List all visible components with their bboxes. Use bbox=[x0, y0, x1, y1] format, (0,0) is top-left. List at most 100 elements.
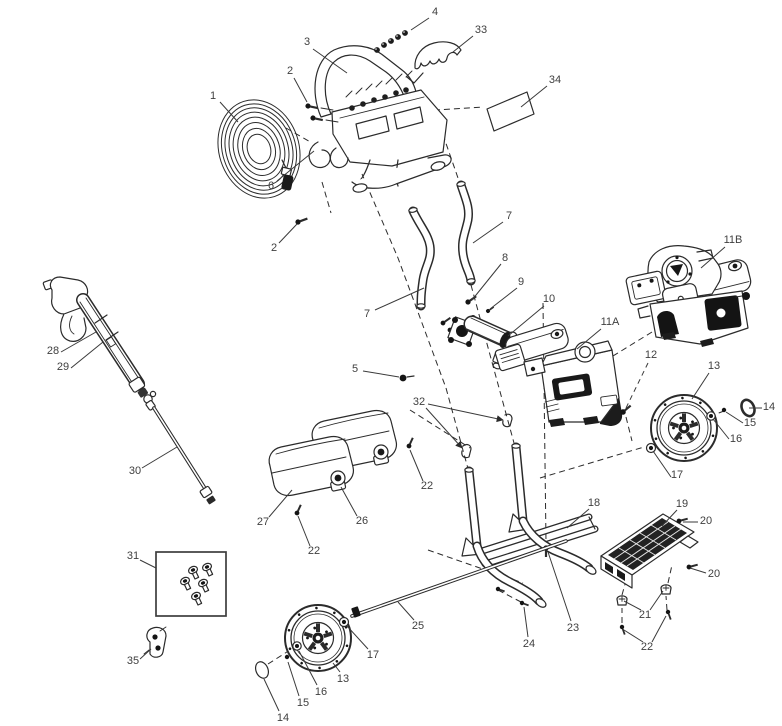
handle-grip-knobs bbox=[349, 87, 409, 111]
pin-15-bottom bbox=[284, 654, 290, 660]
tank-27 bbox=[268, 435, 355, 497]
leader-line-27 bbox=[268, 489, 293, 518]
leader-line-10 bbox=[507, 305, 545, 337]
callout-label-13: 13 bbox=[708, 360, 720, 372]
axle-collar bbox=[351, 606, 361, 618]
callout-label-15: 15 bbox=[744, 417, 756, 429]
callout-label-8: 8 bbox=[502, 252, 508, 264]
callout-label-22: 22 bbox=[308, 545, 320, 557]
callout-label-11B: 11B bbox=[724, 234, 743, 246]
callout-label-13: 13 bbox=[337, 673, 349, 685]
ring-14-right bbox=[740, 398, 756, 418]
leader-line-9 bbox=[489, 287, 518, 310]
leader-line-20 bbox=[689, 567, 707, 574]
decal bbox=[486, 91, 535, 132]
screw-20a bbox=[676, 517, 688, 524]
callout-label-34: 34 bbox=[549, 74, 561, 86]
leader-line-13 bbox=[332, 662, 341, 673]
callout-label-15: 15 bbox=[297, 697, 309, 709]
leader-line-12 bbox=[625, 362, 649, 409]
engine-11a bbox=[494, 322, 623, 427]
axle-nut-17-bottom bbox=[338, 616, 350, 628]
leader-line-19 bbox=[661, 509, 678, 527]
spray-gun bbox=[42, 276, 148, 398]
callout-label-29: 29 bbox=[57, 361, 69, 373]
leader-line-18 bbox=[566, 508, 590, 529]
grip-insert bbox=[406, 41, 462, 84]
cap-21a bbox=[616, 595, 628, 606]
leader-line-22 bbox=[297, 515, 311, 547]
leader-line-31 bbox=[139, 559, 157, 569]
wheel-bottom bbox=[283, 603, 353, 673]
wheel-right bbox=[649, 393, 719, 463]
leader-line-8 bbox=[471, 263, 502, 301]
callout-label-32: 32 bbox=[413, 396, 425, 408]
leader-line-7 bbox=[472, 221, 504, 244]
leader-line-6 bbox=[276, 150, 315, 182]
leader-line-22 bbox=[623, 629, 644, 643]
leader-line-2 bbox=[278, 223, 298, 244]
cart-frame bbox=[461, 442, 599, 608]
callout-label-12: 12 bbox=[645, 349, 657, 361]
leader-line-21 bbox=[623, 600, 642, 611]
screw-22b bbox=[665, 609, 672, 620]
leader-line-21 bbox=[649, 590, 664, 611]
bolt-24b bbox=[519, 600, 529, 607]
callout-label-16: 16 bbox=[315, 686, 327, 698]
bottom-wheel-group bbox=[254, 539, 568, 679]
leader-line-22 bbox=[409, 449, 424, 482]
cap-14-bottom bbox=[254, 661, 270, 679]
leader-line-3 bbox=[312, 48, 348, 74]
hose-end-cap bbox=[281, 174, 294, 191]
callout-label-19: 19 bbox=[676, 498, 688, 510]
leader-line-15 bbox=[287, 661, 300, 697]
nozzle-kit-box bbox=[155, 551, 227, 617]
callout-label-14: 14 bbox=[277, 712, 289, 724]
leader-line-33 bbox=[452, 35, 474, 53]
construction-dashed-lines bbox=[267, 105, 725, 665]
callout-label-7: 7 bbox=[364, 308, 370, 320]
callout-label-11A: 11A bbox=[601, 316, 620, 328]
callout-label-23: 23 bbox=[567, 622, 579, 634]
callout-label-10: 10 bbox=[543, 293, 555, 305]
callout-label-20: 20 bbox=[700, 515, 712, 527]
frame-hooks-32 bbox=[461, 413, 513, 459]
callout-label-17: 17 bbox=[671, 469, 683, 481]
callout-label-7: 7 bbox=[506, 210, 512, 222]
callout-label-2: 2 bbox=[271, 242, 277, 254]
leader-line-22 bbox=[651, 615, 667, 643]
nut-16-right bbox=[706, 411, 716, 421]
callout-label-20: 20 bbox=[708, 568, 720, 580]
engine-11b bbox=[625, 245, 752, 347]
spray-wand bbox=[143, 390, 216, 505]
callout-label-31: 31 bbox=[127, 550, 139, 562]
callout-label-22: 22 bbox=[421, 480, 433, 492]
leader-line-1 bbox=[219, 101, 239, 123]
cap-21b bbox=[660, 584, 672, 595]
right-wheel-group bbox=[645, 393, 756, 463]
leader-line-34 bbox=[520, 85, 548, 108]
leader-line-17 bbox=[346, 625, 369, 650]
pin-15-right bbox=[721, 407, 727, 413]
axle-nut-17-right bbox=[645, 442, 657, 454]
leader-line-16 bbox=[712, 418, 730, 440]
handle-screws bbox=[295, 103, 339, 225]
leader-line-24 bbox=[523, 606, 529, 638]
callout-label-3: 3 bbox=[304, 36, 310, 48]
leader-line-32 bbox=[425, 407, 463, 449]
leader-line-2 bbox=[293, 77, 308, 103]
callout-label-35: 35 bbox=[127, 655, 139, 667]
leader-line-11B bbox=[700, 246, 726, 269]
callout-label-21: 21 bbox=[639, 609, 651, 621]
leader-line-26 bbox=[340, 486, 358, 517]
bolt-24a bbox=[495, 586, 505, 593]
callout-label-28: 28 bbox=[47, 345, 59, 357]
leader-line-16 bbox=[298, 650, 318, 686]
high-pressure-hose bbox=[217, 99, 301, 199]
leader-line-28 bbox=[60, 331, 97, 353]
callout-label-4: 4 bbox=[432, 6, 438, 18]
callout-label-16: 16 bbox=[730, 433, 742, 445]
callout-label-26: 26 bbox=[356, 515, 368, 527]
leader-line-29 bbox=[70, 341, 104, 369]
